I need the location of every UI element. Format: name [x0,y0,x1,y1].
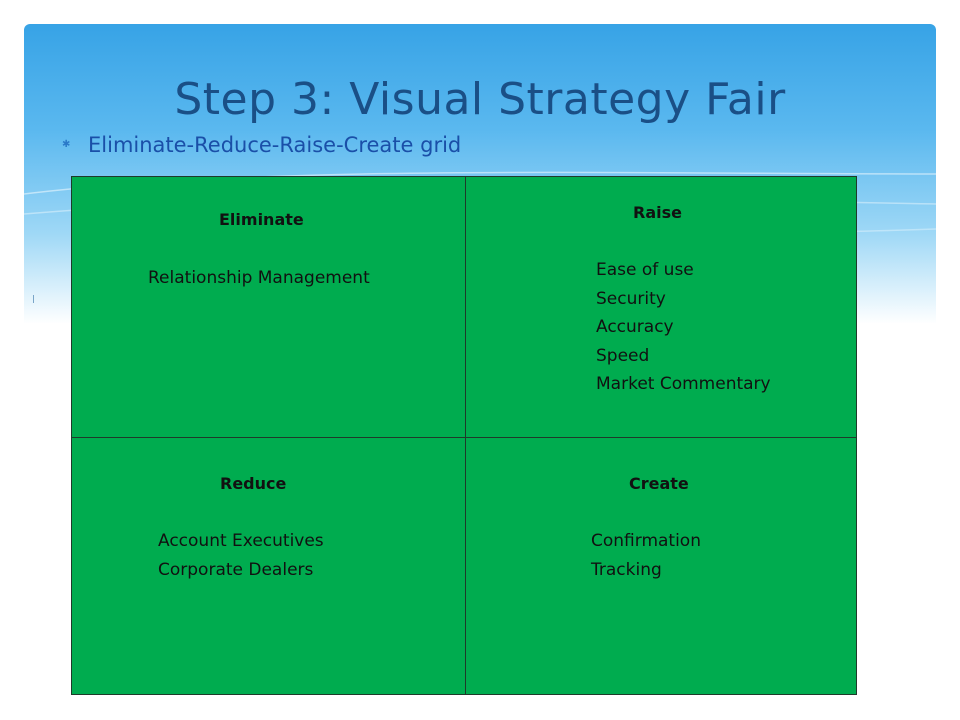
grid-vertical-divider [465,177,466,694]
reduce-list: Account Executives Corporate Dealers [158,527,324,584]
diamond-bullet-icon: ✱ [62,139,71,150]
create-heading: Create [629,474,689,493]
page-title: Step 3: Visual Strategy Fair [174,74,786,125]
create-item: Confirmation [591,531,701,551]
subtitle: Eliminate-Reduce-Raise-Create grid [88,133,462,157]
create-item: Tracking [591,559,662,580]
create-list: Confirmation Tracking [591,527,701,584]
reduce-heading: Reduce [220,474,287,493]
raise-item: Ease of use [596,260,694,280]
eliminate-list: Relationship Management [148,264,370,293]
reduce-item: Corporate Dealers [158,559,314,580]
reduce-item: Account Executives [158,531,324,551]
raise-item: Speed [596,345,650,366]
raise-item: Security [596,288,666,309]
stray-mark [33,295,34,303]
eliminate-heading: Eliminate [219,210,304,229]
eliminate-item: Relationship Management [148,268,370,288]
raise-heading: Raise [633,203,682,222]
raise-list: Ease of use Security Accuracy Speed Mark… [596,256,771,399]
grid-horizontal-divider [72,437,856,438]
raise-item: Market Commentary [596,374,771,394]
raise-item: Accuracy [596,317,674,337]
subtitle-row: ✱ Eliminate-Reduce-Raise-Create grid [62,131,461,159]
errc-grid: Eliminate Relationship Management Raise … [71,176,857,695]
